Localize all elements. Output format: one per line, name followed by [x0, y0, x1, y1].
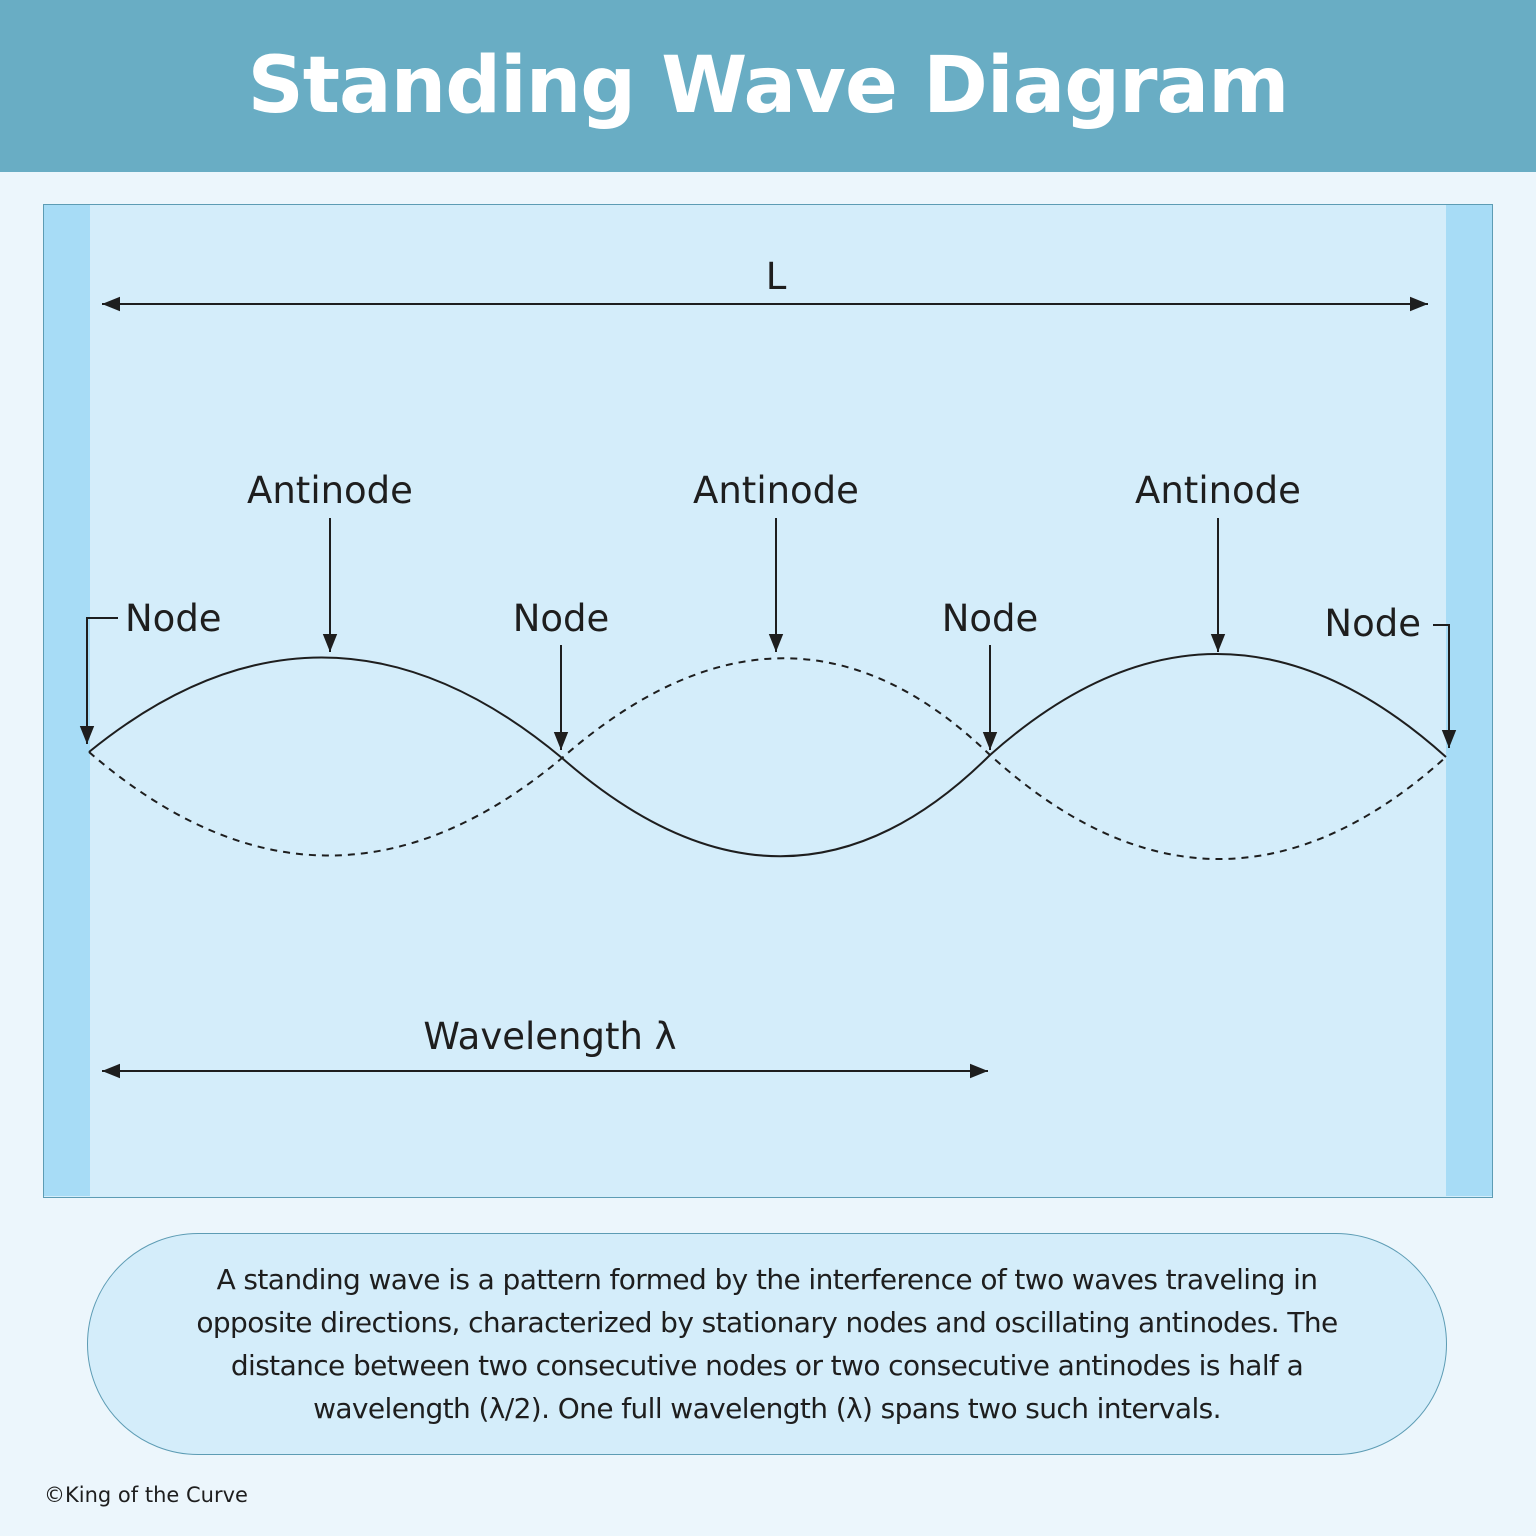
wave-dashed: [88, 657, 1447, 860]
node-label-4: Node: [1324, 602, 1421, 645]
description-text: A standing wave is a pattern formed by t…: [196, 1263, 1338, 1425]
length-label: L: [766, 255, 787, 298]
copyright-credit: ©King of the Curve: [44, 1483, 248, 1507]
left-fixed-end: [44, 205, 90, 1196]
node-label-2: Node: [513, 597, 610, 640]
node-label-1: Node: [125, 597, 222, 640]
antinode-label-2: Antinode: [693, 469, 859, 512]
description-box: A standing wave is a pattern formed by t…: [87, 1233, 1447, 1455]
antinode-label-3: Antinode: [1135, 469, 1301, 512]
header-bar: [0, 0, 1536, 172]
page-title: Standing Wave Diagram: [247, 41, 1290, 131]
wavelength-label: Wavelength λ: [423, 1015, 676, 1058]
node-arrow-1: [79, 617, 118, 744]
right-fixed-end: [1446, 205, 1492, 1196]
wave-solid: [88, 653, 1447, 858]
node-label-3: Node: [942, 597, 1039, 640]
diagram-panel: [43, 204, 1493, 1198]
node-arrow-4: [1433, 624, 1457, 748]
antinode-label-1: Antinode: [247, 469, 413, 512]
